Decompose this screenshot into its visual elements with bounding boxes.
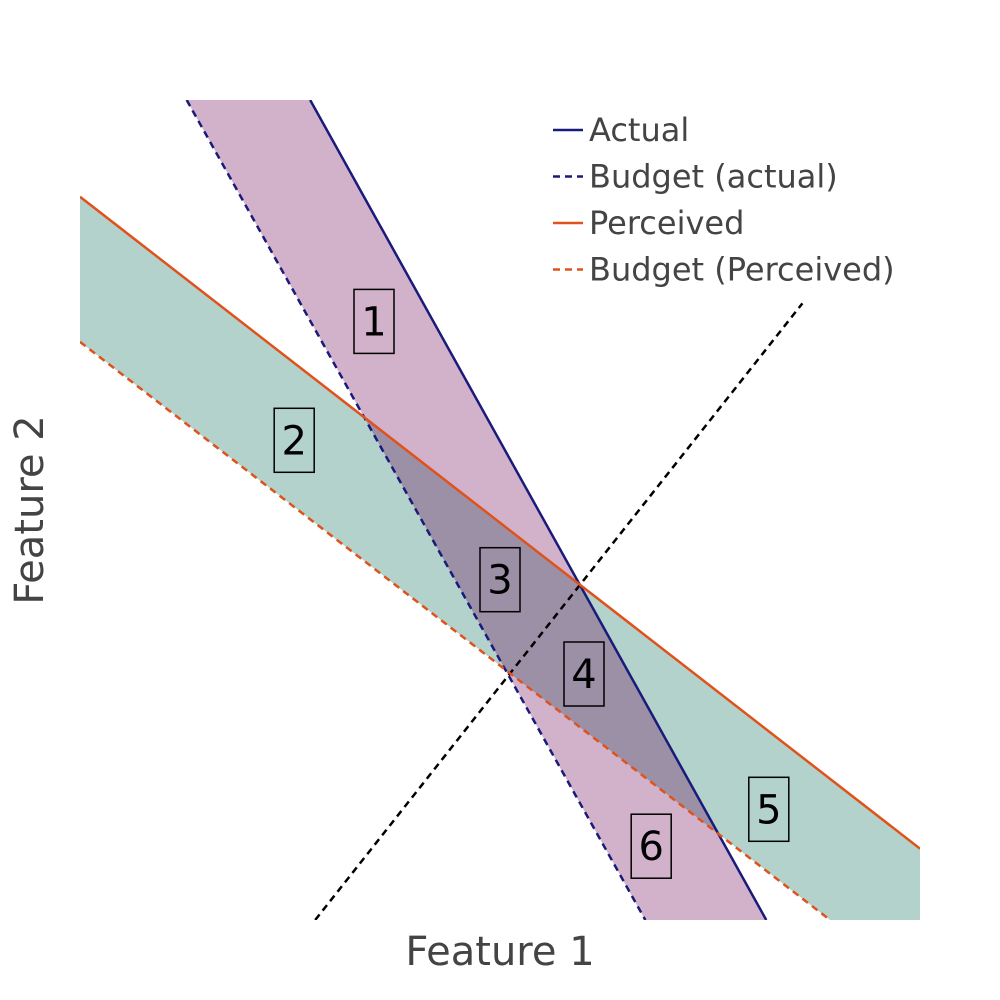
region-label-text: 3 <box>487 558 512 604</box>
legend-item-2: Budget (actual) <box>553 158 838 196</box>
region-label-1: 1 <box>353 288 395 355</box>
reference-line <box>314 302 804 920</box>
series-line-2 <box>185 100 647 920</box>
y-axis-title: Feature 2 <box>7 415 53 604</box>
region-labels: 1 2 3 4 5 6 <box>273 288 790 879</box>
band-overlap-fill <box>364 417 719 834</box>
region-label-5: 5 <box>748 776 790 843</box>
region-label-box <box>563 641 605 707</box>
region-label-6: 6 <box>630 813 672 879</box>
chart-fills <box>80 100 920 920</box>
region-label-box <box>748 776 790 843</box>
legend-label: Budget (actual) <box>589 158 838 196</box>
x-axis-title: Feature 1 <box>405 929 594 975</box>
legend-label: Budget (Perceived) <box>589 251 895 289</box>
region-label-3: 3 <box>479 546 521 613</box>
legend-label: Actual <box>589 111 689 149</box>
region-label-text: 2 <box>281 418 306 464</box>
region-label-2: 2 <box>273 407 315 474</box>
region-label-4: 4 <box>563 641 605 707</box>
chart-lines <box>80 100 920 920</box>
legend-item-1: Actual <box>553 111 689 149</box>
legend-item-3: Perceived <box>553 204 744 242</box>
series-line-3 <box>80 195 920 850</box>
legend-label: Perceived <box>589 204 744 242</box>
region-label-box <box>273 407 315 474</box>
region-label-text: 1 <box>361 299 386 345</box>
region-label-box <box>353 288 395 355</box>
series-line-4 <box>80 340 831 920</box>
region-label-text: 6 <box>638 824 663 870</box>
legend-item-4: Budget (Perceived) <box>553 251 895 289</box>
region-label-box <box>479 546 521 613</box>
region-label-box <box>630 813 672 879</box>
region-label-text: 4 <box>571 652 596 698</box>
series-line-1 <box>309 100 768 920</box>
region-label-text: 5 <box>756 787 781 833</box>
